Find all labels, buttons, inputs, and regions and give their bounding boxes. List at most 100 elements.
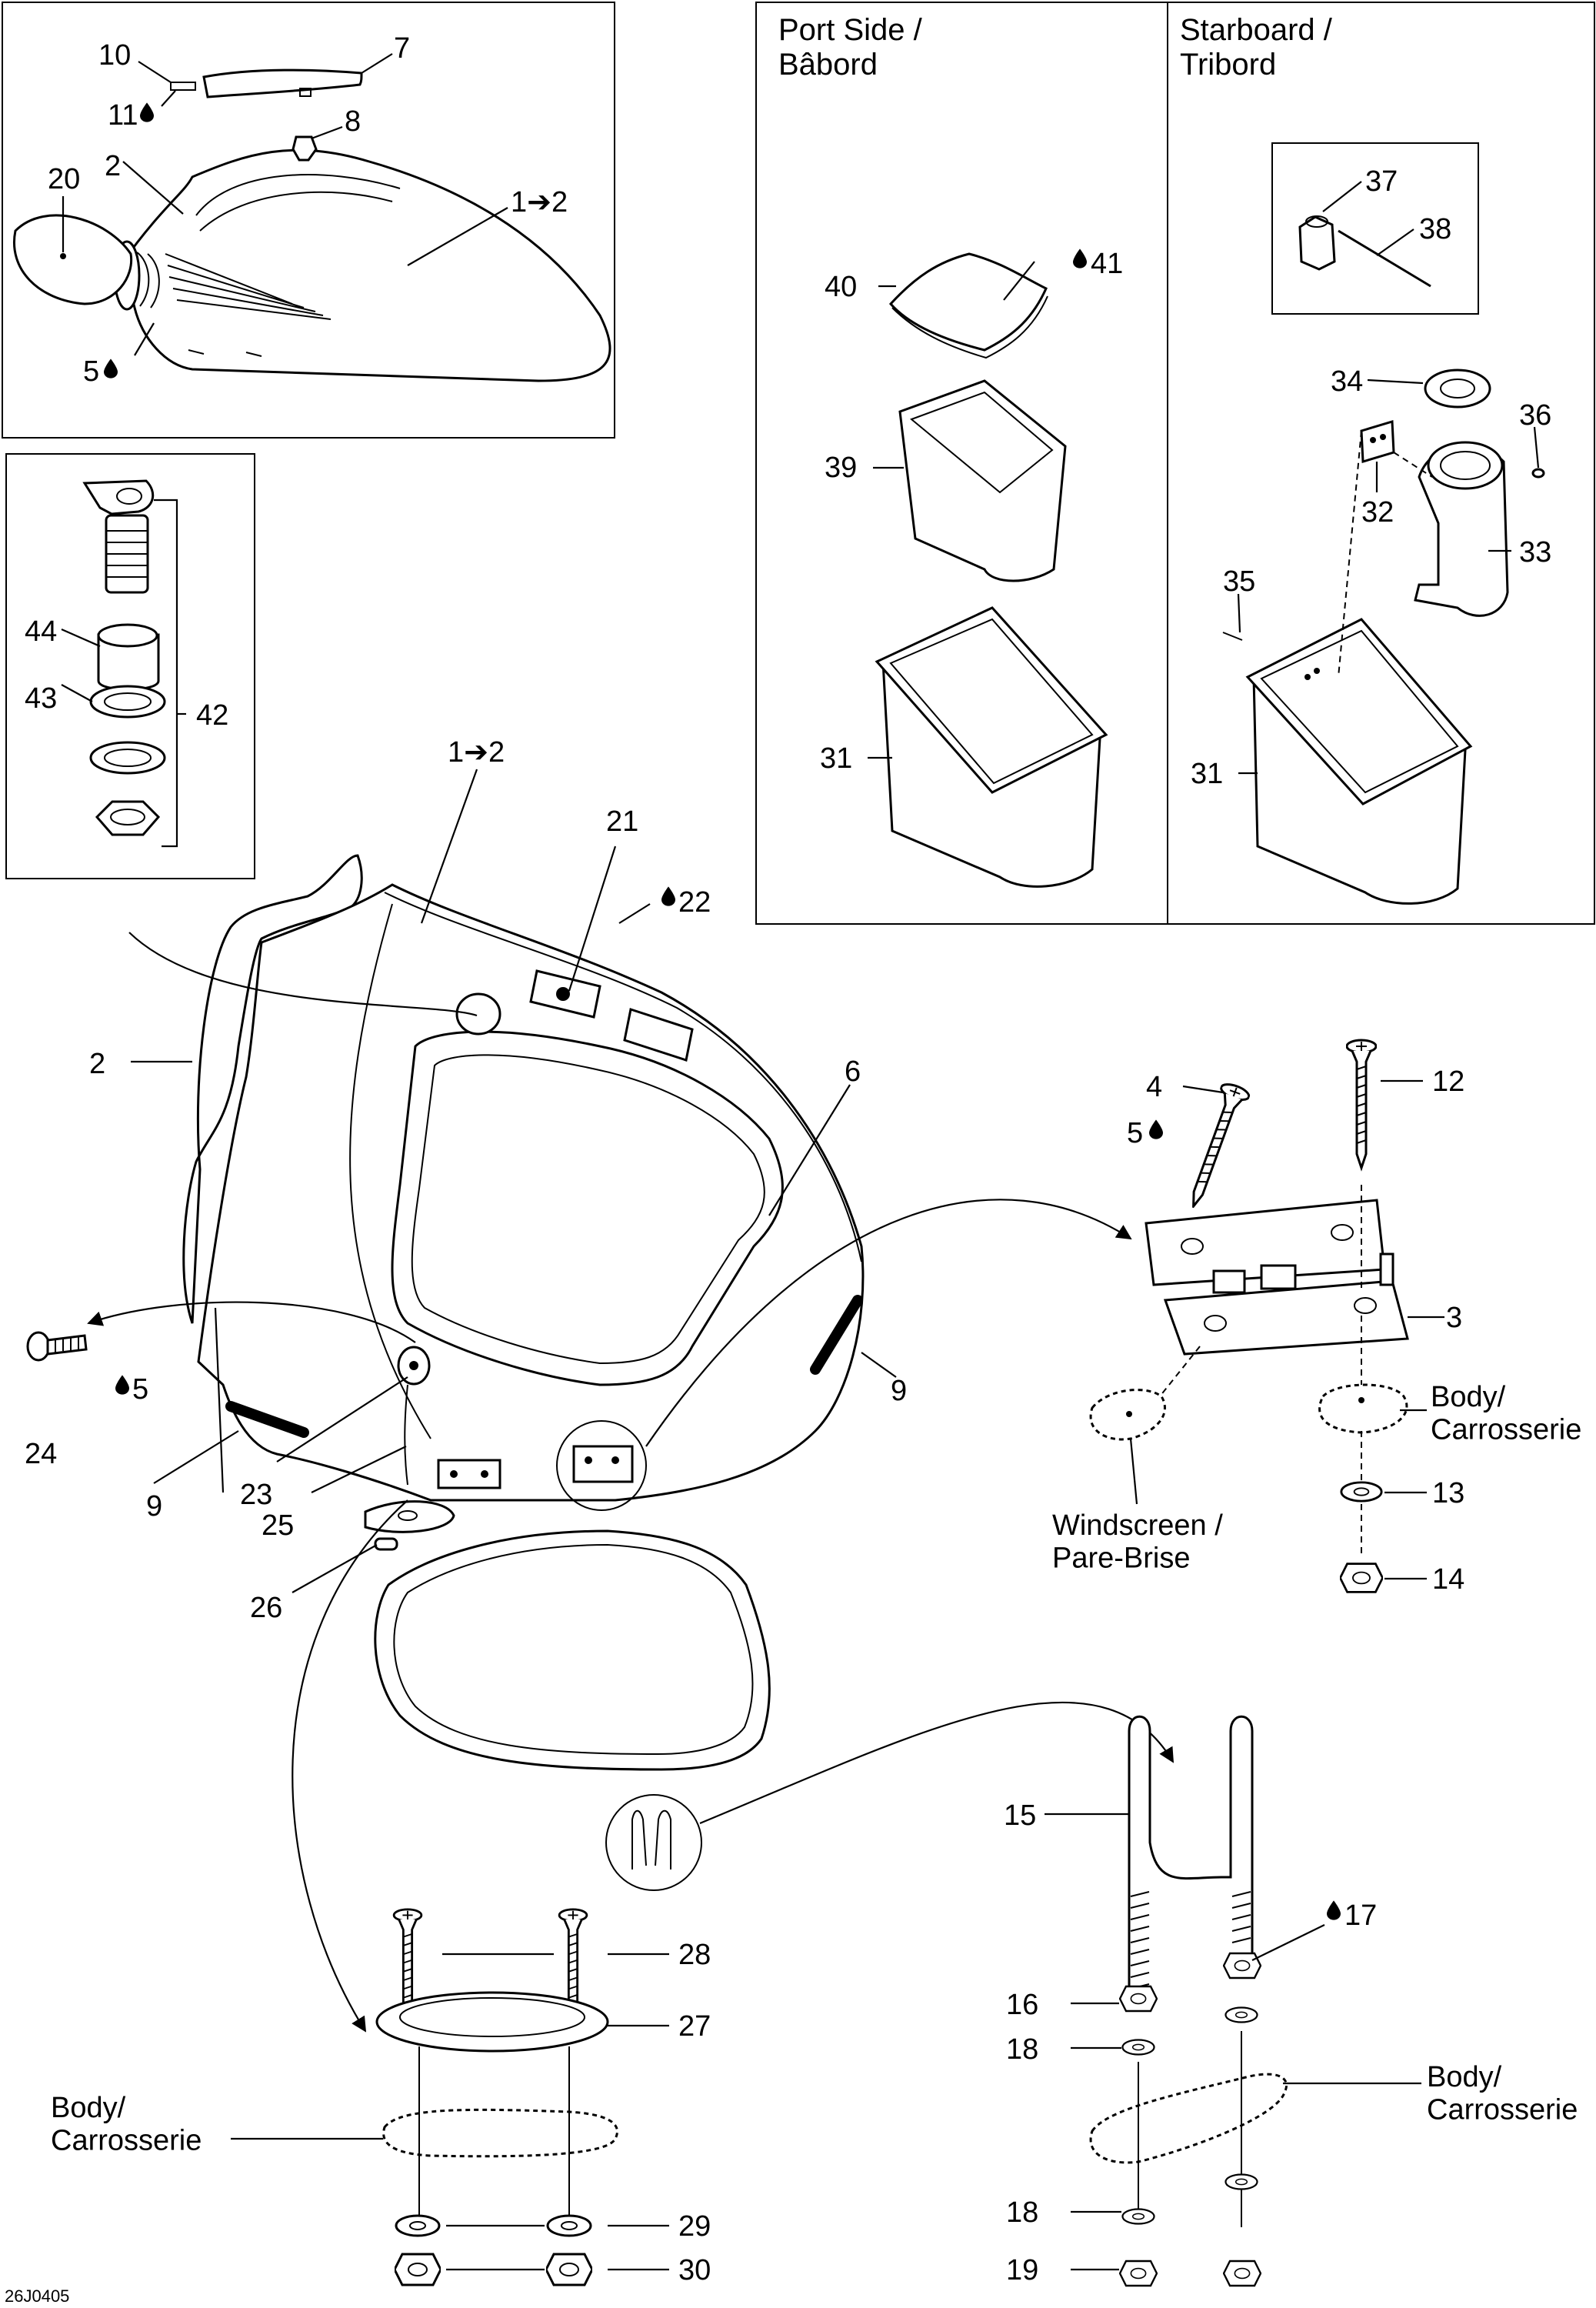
callout-31-port: 31 [820, 742, 852, 775]
callout-43: 43 [25, 682, 57, 715]
body-label-hinge: Body/Carrosserie [1431, 1381, 1581, 1446]
storage-cover-assembly [13, 68, 611, 382]
callout-11: 11 [108, 99, 138, 132]
callout-17: 17 [1344, 1899, 1377, 1932]
nut-14 [1340, 1563, 1383, 1593]
label-line: Windscreen / [1052, 1509, 1223, 1542]
callout-24: 24 [25, 1438, 57, 1470]
drop-icon [104, 359, 118, 379]
drop-icon [1327, 1900, 1341, 1920]
cup-leaders [868, 181, 1540, 775]
washer-13 [1340, 1481, 1383, 1503]
callout-5-hinge: 5 [1127, 1117, 1143, 1149]
callout-2-main: 2 [89, 1048, 105, 1080]
drain-leaders [61, 628, 186, 715]
inset-frame-drain [5, 453, 255, 879]
label-line: Carrosserie [1427, 2094, 1578, 2126]
drop-icon [140, 102, 154, 122]
callout-29: 29 [678, 2210, 711, 2243]
drop-icon [1073, 248, 1087, 268]
callout-13: 13 [1432, 1477, 1464, 1509]
callout-4: 4 [1146, 1071, 1162, 1103]
label-line: Body/ [1431, 1381, 1506, 1413]
inset-frame-pin [1271, 142, 1479, 315]
callout-labels: 10 11 7 8 2 20 1➔2 5 44 43 42 1➔2 21 22 … [25, 32, 1551, 2286]
callout-15: 15 [1004, 1799, 1036, 1832]
cup-insert-39 [898, 379, 1067, 582]
cup-lid-40 [888, 252, 1048, 359]
callout-1-2: 1➔2 [511, 186, 568, 218]
ubolt-leaders [1045, 1813, 1421, 2271]
label-line: Tribord [1180, 48, 1276, 82]
callout-7: 7 [394, 32, 410, 65]
screw-24 [26, 1331, 88, 1362]
callout-35: 35 [1223, 565, 1255, 598]
callout-14: 14 [1432, 1563, 1464, 1596]
pin-37-38 [1298, 215, 1431, 288]
drain-plug-assembly [82, 479, 178, 848]
callout-25: 25 [262, 1509, 294, 1542]
cover-leaders [62, 53, 508, 356]
callout-20: 20 [48, 163, 80, 195]
body-label-ubolt: Body/Carrosserie [1427, 2061, 1578, 2126]
drop-icon [661, 886, 675, 906]
bracket-33 [1414, 441, 1509, 617]
callout-40: 40 [825, 271, 857, 303]
port-side-title: Port Side /Bâbord [778, 13, 923, 82]
callout-18-bottom: 18 [1006, 2196, 1038, 2229]
callout-32: 32 [1361, 496, 1394, 529]
callout-9-left: 9 [146, 1490, 162, 1523]
callout-42: 42 [196, 699, 228, 732]
cup-holder-31-port [875, 606, 1108, 888]
drop-icon [1149, 1119, 1163, 1139]
callout-26: 26 [250, 1592, 282, 1624]
storage-bin-main [182, 854, 865, 1551]
callout-21: 21 [606, 805, 638, 838]
hinge-3 [1145, 1199, 1409, 1356]
callout-30: 30 [678, 2254, 711, 2286]
callout-23: 23 [240, 1479, 272, 1511]
callout-8: 8 [345, 105, 361, 138]
callout-37: 37 [1365, 165, 1398, 198]
callout-16: 16 [1006, 1989, 1038, 2021]
callout-38: 38 [1419, 213, 1451, 245]
ring-27 [375, 1991, 609, 2053]
callout-3: 3 [1446, 1302, 1462, 1334]
label-line: Carrosserie [51, 2125, 202, 2157]
callout-39: 39 [825, 452, 857, 484]
screw-12 [1346, 1039, 1377, 1169]
label-line: Body/ [51, 2092, 126, 2124]
clip-zoom [605, 1794, 702, 1891]
body-outline-ubolt [1089, 2073, 1288, 2164]
callout-41: 41 [1091, 248, 1123, 280]
body-label-ring: Body/Carrosserie [51, 2092, 202, 2157]
label-line: Starboard / [1180, 13, 1333, 47]
callout-5-main: 5 [132, 1373, 148, 1406]
callout-28: 28 [678, 1939, 711, 1971]
cap-34 [1424, 369, 1491, 409]
callout-34: 34 [1331, 365, 1363, 398]
callout-12: 12 [1432, 1066, 1464, 1098]
callout-36: 36 [1519, 399, 1551, 432]
drawing-code: 26J0405 [5, 2286, 69, 2306]
body-outline-ring [382, 2108, 618, 2158]
windscreen-label: Windscreen /Pare-Brise [1052, 1509, 1223, 1575]
label-line: Pare-Brise [1052, 1543, 1191, 1575]
inset-frame-cover [2, 2, 615, 439]
starboard-title: Starboard /Tribord [1180, 13, 1333, 82]
label-line: Carrosserie [1431, 1414, 1581, 1446]
callout-1-2-main: 1➔2 [448, 736, 505, 769]
drop-icon [115, 1375, 129, 1395]
body-outline-hinge [1318, 1383, 1408, 1434]
callout-10: 10 [98, 39, 131, 72]
hinge-leaders [1129, 1079, 1444, 1580]
plate-32 [1338, 420, 1433, 678]
callout-27: 27 [678, 2010, 711, 2043]
storage-lid [374, 1529, 771, 1771]
callout-2: 2 [105, 150, 121, 182]
callout-9-right: 9 [891, 1375, 907, 1407]
callout-33: 33 [1519, 536, 1551, 569]
screw-4 [1178, 1080, 1252, 1212]
callout-6: 6 [845, 1056, 861, 1088]
